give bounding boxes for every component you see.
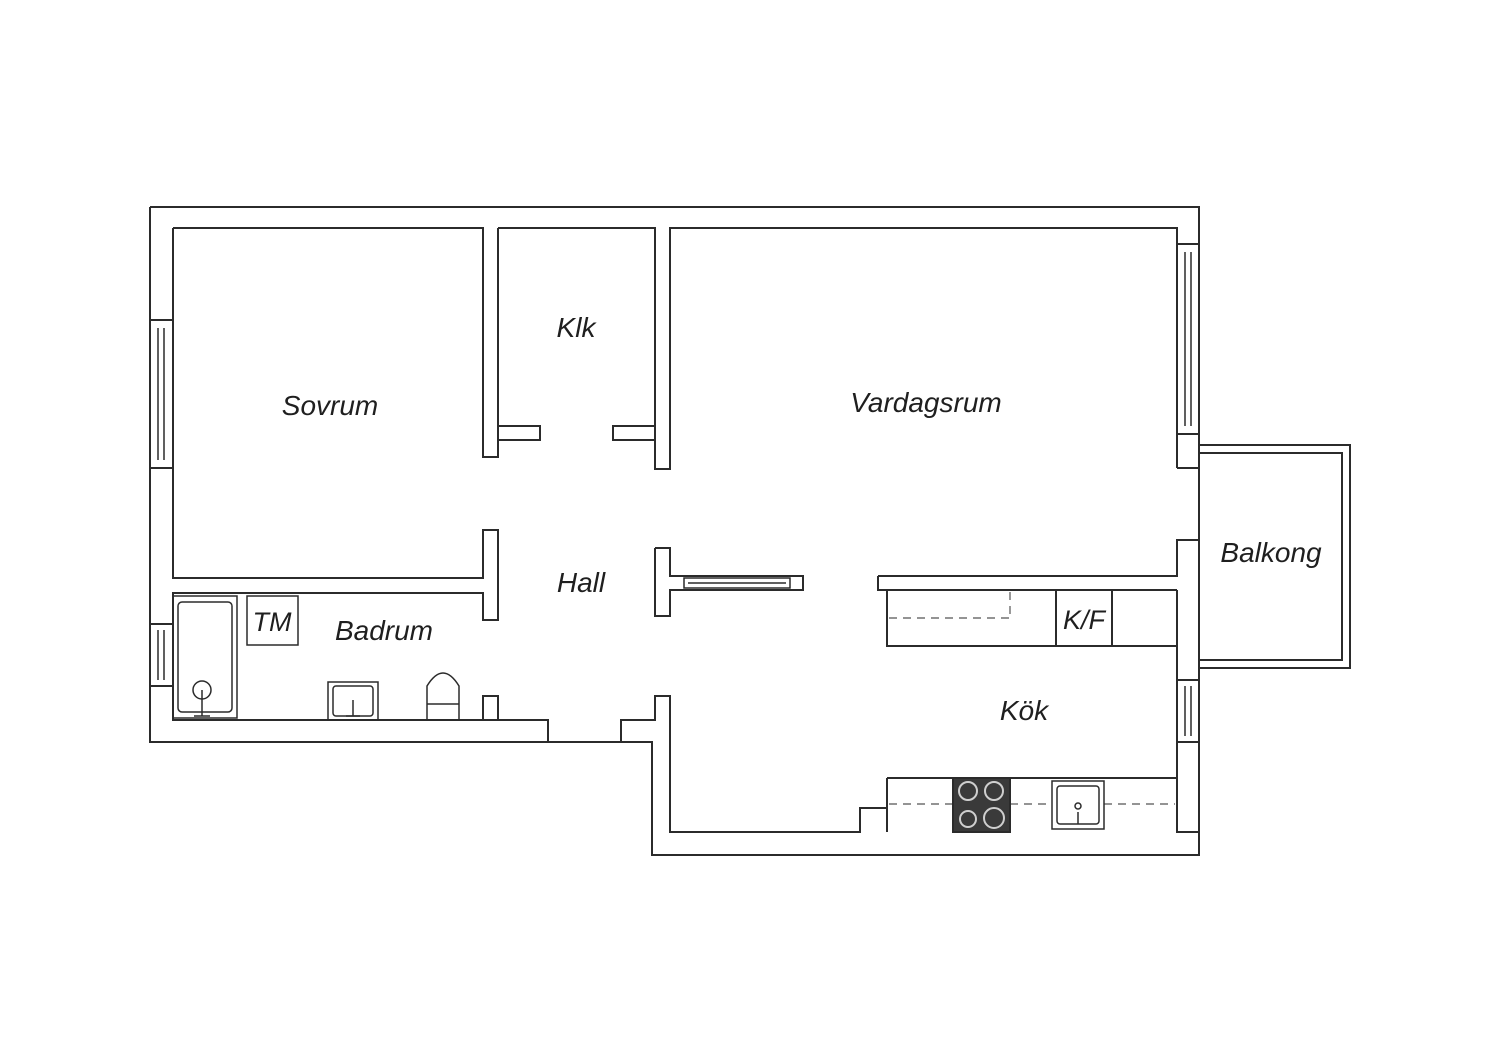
toilet [426, 672, 460, 721]
label-klk: Klk [557, 312, 598, 343]
outer-walls [149, 206, 1200, 856]
windows [149, 243, 1200, 743]
central-partition [654, 547, 804, 617]
window-kitchen [1176, 679, 1200, 743]
label-sovrum: Sovrum [282, 390, 378, 421]
bedroom-walls [172, 228, 549, 742]
window-bedroom [149, 319, 174, 469]
label-badrum: Badrum [335, 615, 433, 646]
kitchen-sink [1051, 780, 1105, 830]
balcony [1199, 444, 1351, 669]
kitchen-walls [877, 467, 1199, 833]
label-tm: TM [253, 607, 292, 637]
label-vardagsrum: Vardagsrum [850, 387, 1001, 418]
kitchen-counter [886, 777, 1177, 832]
kitchen-upper-cabinets [886, 590, 1177, 647]
window-living-room [1176, 243, 1200, 435]
hall-lower-walls [482, 695, 887, 833]
washing-machine-box [246, 595, 299, 646]
label-balkong: Balkong [1220, 537, 1322, 568]
label-kok: Kök [1000, 695, 1050, 726]
label-hall: Hall [557, 567, 606, 598]
stove [952, 777, 1011, 833]
label-kf: K/F [1063, 605, 1107, 635]
closet-door-stubs [498, 425, 655, 441]
bathroom-sink [327, 681, 379, 721]
bathtub [172, 595, 238, 719]
window-bathroom [149, 623, 174, 687]
